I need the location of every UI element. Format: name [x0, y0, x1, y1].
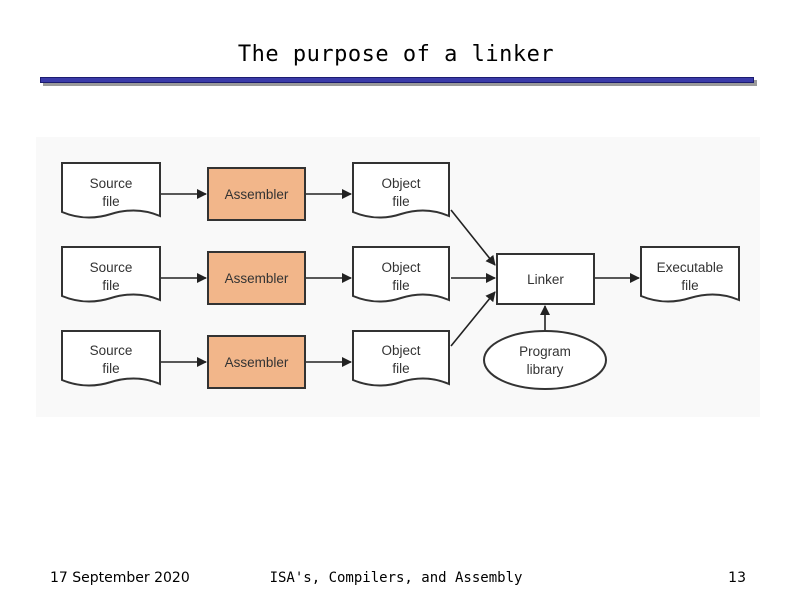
source-file-1-label-line2: file — [102, 194, 119, 209]
assembler-box-3-label: Assembler — [225, 355, 289, 370]
object-file-1-label-line1: Object — [381, 176, 420, 191]
program-library-label-line1: Program — [519, 344, 571, 359]
arrow-object1-to-linker — [450, 209, 496, 266]
footer-page-number: 13 — [728, 570, 746, 586]
object-file-3-label-line2: file — [392, 361, 409, 376]
assembler-box-1: Assembler — [207, 167, 306, 221]
footer-date: 17 September 2020 — [50, 570, 190, 586]
assembler-box-3: Assembler — [207, 335, 306, 389]
title-rule-shadow — [43, 80, 757, 86]
slide-title: The purpose of a linker — [237, 42, 555, 67]
object-file-1: Object file — [352, 162, 450, 219]
assembler-box-2-label: Assembler — [225, 271, 289, 286]
program-library-label-line2: library — [527, 362, 564, 377]
program-library-ellipse: Program library — [483, 330, 607, 390]
source-file-1-label-line1: Source — [90, 176, 133, 191]
executable-file-label-line2: file — [681, 278, 698, 293]
source-file-1: Source file — [61, 162, 161, 219]
linker-box-label: Linker — [527, 272, 564, 287]
assembler-box-1-label: Assembler — [225, 187, 289, 202]
object-file-2-label-line2: file — [392, 278, 409, 293]
executable-file: Executable file — [640, 246, 740, 303]
source-file-2-label-line2: file — [102, 278, 119, 293]
footer-course-title: ISA's, Compilers, and Assembly — [269, 570, 523, 586]
arrow-object3-to-linker — [450, 291, 496, 347]
object-file-3-label-line1: Object — [381, 343, 420, 358]
source-file-2: Source file — [61, 246, 161, 303]
source-file-2-label-line1: Source — [90, 260, 133, 275]
linker-box: Linker — [496, 253, 595, 305]
object-file-3: Object file — [352, 330, 450, 387]
assembler-box-2: Assembler — [207, 251, 306, 305]
source-file-3-label-line2: file — [102, 361, 119, 376]
object-file-2: Object file — [352, 246, 450, 303]
source-file-3-label-line1: Source — [90, 343, 133, 358]
executable-file-label-line1: Executable — [657, 260, 724, 275]
object-file-1-label-line2: file — [392, 194, 409, 209]
source-file-3: Source file — [61, 330, 161, 387]
object-file-2-label-line1: Object — [381, 260, 420, 275]
title-rule — [40, 77, 754, 83]
